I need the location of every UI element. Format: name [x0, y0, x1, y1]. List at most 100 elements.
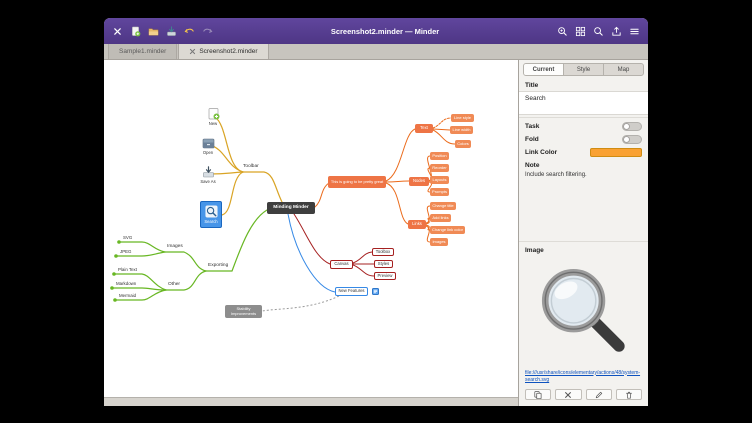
task-switch[interactable]	[622, 122, 642, 131]
image-edit-button[interactable]	[585, 389, 612, 400]
export-button[interactable]	[610, 25, 623, 38]
tab-screenshot2[interactable]: Screenshot2.minder	[178, 44, 269, 59]
node-line-style[interactable]: Line style	[451, 114, 474, 122]
title-label: Title	[525, 82, 539, 89]
tab-sample1[interactable]: Sample1.minder	[108, 44, 178, 59]
zoom-icon	[558, 26, 567, 36]
node-prompts[interactable]: Prompts	[430, 188, 449, 196]
image-label: Image	[525, 246, 544, 254]
node-other-group[interactable]: Other	[168, 282, 180, 287]
node-minding-minder[interactable]: Minding Minder	[267, 202, 315, 214]
search-node-icon	[204, 205, 218, 218]
node-reorder[interactable]: Reorder	[430, 164, 449, 172]
tab-label: Screenshot2.minder	[199, 48, 258, 55]
note-label: Note	[525, 162, 540, 169]
open-icon	[202, 138, 214, 149]
search-icon	[594, 26, 603, 36]
new-document-icon	[132, 26, 141, 36]
window-close-button[interactable]	[111, 25, 124, 38]
node-canvas[interactable]: Canvas	[330, 260, 353, 269]
save-button[interactable]	[165, 25, 178, 38]
magnifier-image	[541, 268, 625, 352]
node-new[interactable]: New	[201, 108, 225, 126]
node-image-preview	[519, 256, 648, 370]
node-exporting[interactable]: Exporting	[208, 263, 229, 268]
horizontal-scrollbar[interactable]	[104, 397, 518, 406]
node-change-link-color[interactable]: Change link color	[430, 226, 465, 234]
node-line-width[interactable]: Line width	[450, 126, 473, 134]
node-mermaid[interactable]: Mermaid	[119, 293, 137, 298]
node-position[interactable]: Position	[430, 152, 449, 160]
node-new-features[interactable]: New Features	[335, 287, 368, 296]
tab-label: Sample1.minder	[119, 48, 167, 55]
image-link[interactable]: file:///usr/share/icons/elementary/actio…	[525, 369, 641, 383]
map-overview-button[interactable]	[574, 25, 587, 38]
open-folder-icon	[148, 28, 159, 35]
menu-button[interactable]	[628, 25, 641, 38]
divider	[519, 240, 648, 242]
node-colors[interactable]: Colors	[455, 140, 471, 148]
app-window: Screenshot2.minder — Minder Sample1.mind…	[104, 18, 648, 406]
save-as-icon	[202, 166, 214, 178]
tab-map[interactable]: Map	[617, 66, 630, 73]
node-jpeg[interactable]: JPEG	[120, 249, 132, 254]
undo-button[interactable]	[183, 25, 196, 38]
link-color-swatch[interactable]	[590, 148, 642, 157]
node-open[interactable]: Open	[196, 137, 220, 155]
hamburger-menu-icon	[630, 28, 639, 34]
image-buttons	[519, 386, 648, 406]
tab-close-icon[interactable]	[189, 48, 196, 55]
node-toolbar[interactable]: Toolbar	[243, 164, 259, 169]
node-images-leaf[interactable]: Images	[430, 238, 448, 246]
tab-current[interactable]: Current	[524, 64, 564, 75]
note-text[interactable]: Include search filtering.	[525, 172, 587, 178]
edit-pencil-icon	[595, 391, 602, 398]
new-file-icon	[208, 108, 219, 120]
node-markdown[interactable]: Markdown	[116, 281, 137, 286]
export-icon	[612, 26, 621, 36]
node-preview[interactable]: Preview	[374, 272, 396, 280]
node-styles[interactable]: Styles	[374, 260, 393, 268]
tab-bar: Sample1.minder Screenshot2.minder	[104, 44, 648, 60]
node-layouts[interactable]: Layouts	[430, 176, 449, 184]
node-svg[interactable]: SVG	[123, 235, 133, 240]
open-button[interactable]	[147, 25, 160, 38]
close-icon	[114, 27, 121, 35]
zoom-button[interactable]	[556, 25, 569, 38]
node-save-as[interactable]: Save As	[196, 166, 220, 184]
note-indicator-icon[interactable]	[372, 288, 379, 295]
tab-style[interactable]: Style	[564, 64, 604, 75]
node-stability[interactable]: Stability Improvements	[225, 305, 262, 318]
node-images-group[interactable]: Images	[167, 244, 183, 249]
node-links[interactable]: Links	[408, 220, 426, 229]
node-label: New	[208, 121, 218, 126]
node-search-selected[interactable]: Search	[200, 201, 222, 228]
fold-switch[interactable]	[622, 135, 642, 144]
headerbar: Screenshot2.minder — Minder	[104, 18, 648, 44]
node-change-title[interactable]: Change title	[430, 202, 456, 210]
node-nodes[interactable]: Nodes	[409, 177, 429, 186]
new-document-button[interactable]	[129, 25, 142, 38]
task-label: Task	[525, 123, 540, 130]
image-copy-button[interactable]	[525, 389, 552, 400]
mindmap-canvas[interactable]: Minding Minder Toolbar New Open Save As	[104, 60, 518, 397]
node-label: Search	[204, 219, 218, 224]
search-button[interactable]	[592, 25, 605, 38]
title-input[interactable]: Search	[519, 91, 648, 115]
node-add-links[interactable]: Add links	[430, 214, 451, 222]
node-text[interactable]: Text	[415, 124, 433, 133]
image-remove-button[interactable]	[555, 389, 582, 400]
node-toolbox[interactable]: Toolbox	[372, 248, 394, 256]
undo-icon	[184, 28, 194, 33]
trash-icon	[626, 391, 632, 399]
node-plain-text[interactable]: Plain Text	[118, 267, 137, 272]
fold-label: Fold	[525, 136, 539, 143]
map-overview-icon	[575, 26, 586, 36]
sidebar: Current Style Map Title Search Task Fold…	[518, 60, 648, 406]
image-delete-button[interactable]	[615, 389, 642, 400]
save-icon	[167, 25, 176, 36]
node-tagline[interactable]: This is going to be pretty great	[328, 176, 386, 188]
switch-knob	[623, 123, 630, 130]
redo-button[interactable]	[201, 25, 214, 38]
link-color-label: Link Color	[525, 149, 558, 156]
